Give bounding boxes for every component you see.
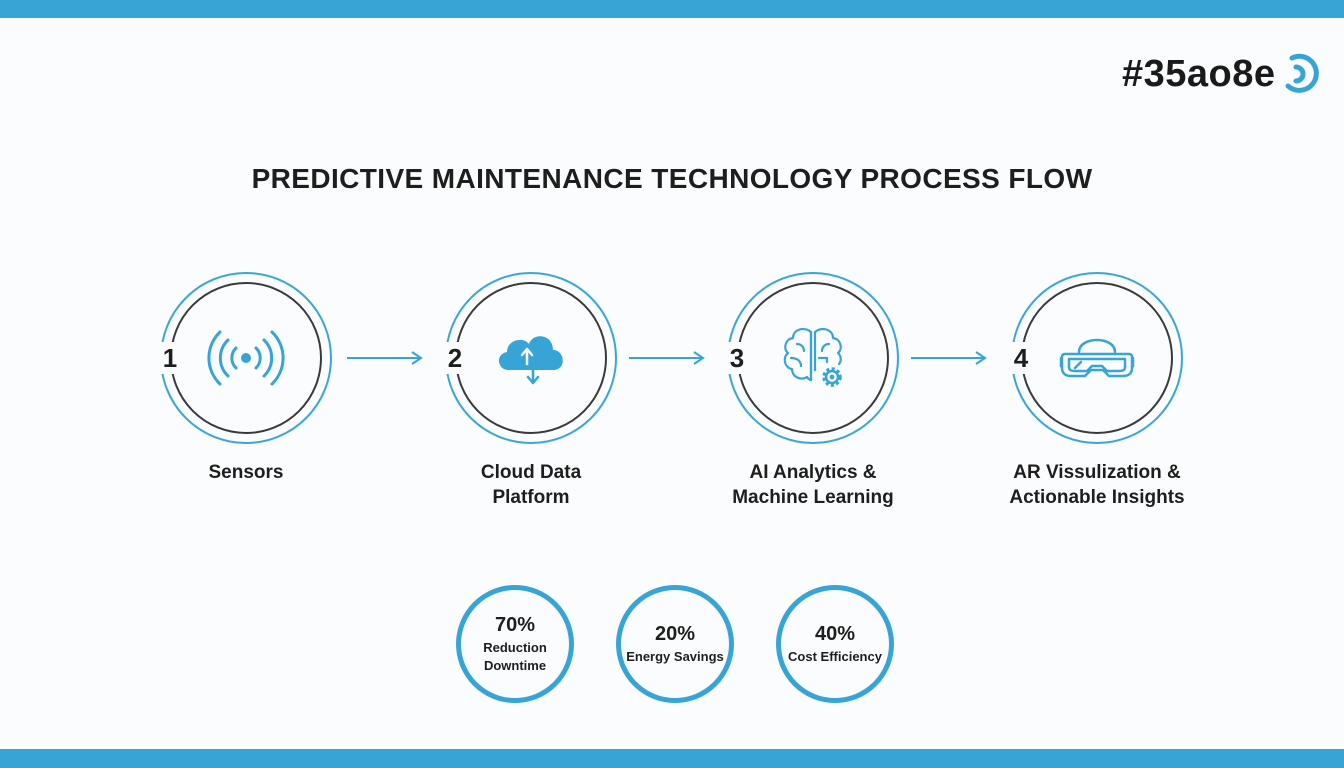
stat-badge-downtime: 70% Reduction Downtime [456, 585, 574, 703]
vr-headset-icon [1059, 338, 1135, 378]
logo-text: #35ao8e [1122, 53, 1276, 95]
brain-gear-icon [783, 328, 842, 387]
wireless-signal-icon [207, 330, 285, 386]
brand-logo: #35ao8e [1122, 50, 1319, 98]
process-step-cloud-data-platform: 2 Cloud Data Platform [441, 272, 617, 508]
step-number: 4 [1007, 342, 1035, 374]
step-label: AI Analytics & Machine Learning [732, 462, 894, 508]
process-step-sensors: 1 Sensors [156, 272, 332, 483]
stat-badge-cost: 40% Cost Efficiency [776, 585, 894, 703]
flow-arrow [629, 351, 705, 365]
step-label: AR Vissulization & Actionable Insights [1009, 462, 1185, 508]
stat-badge-energy: 20% Energy Savings [616, 585, 734, 703]
process-step-ai-analytics: 3 AI Analytics & Machine Learning [723, 272, 899, 508]
stat-value: 70% [494, 614, 536, 636]
step-label: Cloud Data Platform [480, 462, 582, 508]
step-label: Sensors [208, 462, 284, 483]
cloud-upload-icon [498, 336, 563, 385]
flow-arrow [347, 351, 423, 365]
bottom-accent-bar [0, 749, 1344, 768]
logo-swirl-icon [1285, 53, 1319, 93]
step-number: 2 [441, 342, 469, 374]
stat-value: 20% [654, 623, 696, 645]
step-number: 3 [723, 342, 751, 374]
flow-arrow [911, 351, 987, 365]
stat-label: Energy Savings [626, 649, 724, 664]
process-step-ar-visualization: 4 AR Vissulization & Actionable Insights [1007, 272, 1185, 508]
stat-label: Reduction Downtime [483, 640, 547, 673]
top-accent-bar [0, 0, 1344, 18]
stat-label: Cost Efficiency [788, 649, 882, 664]
page-title: PREDICTIVE MAINTENANCE TECHNOLOGY PROCES… [251, 163, 1093, 194]
stat-value: 40% [814, 623, 856, 645]
step-inner-ring [737, 282, 889, 434]
step-number: 1 [156, 342, 184, 374]
